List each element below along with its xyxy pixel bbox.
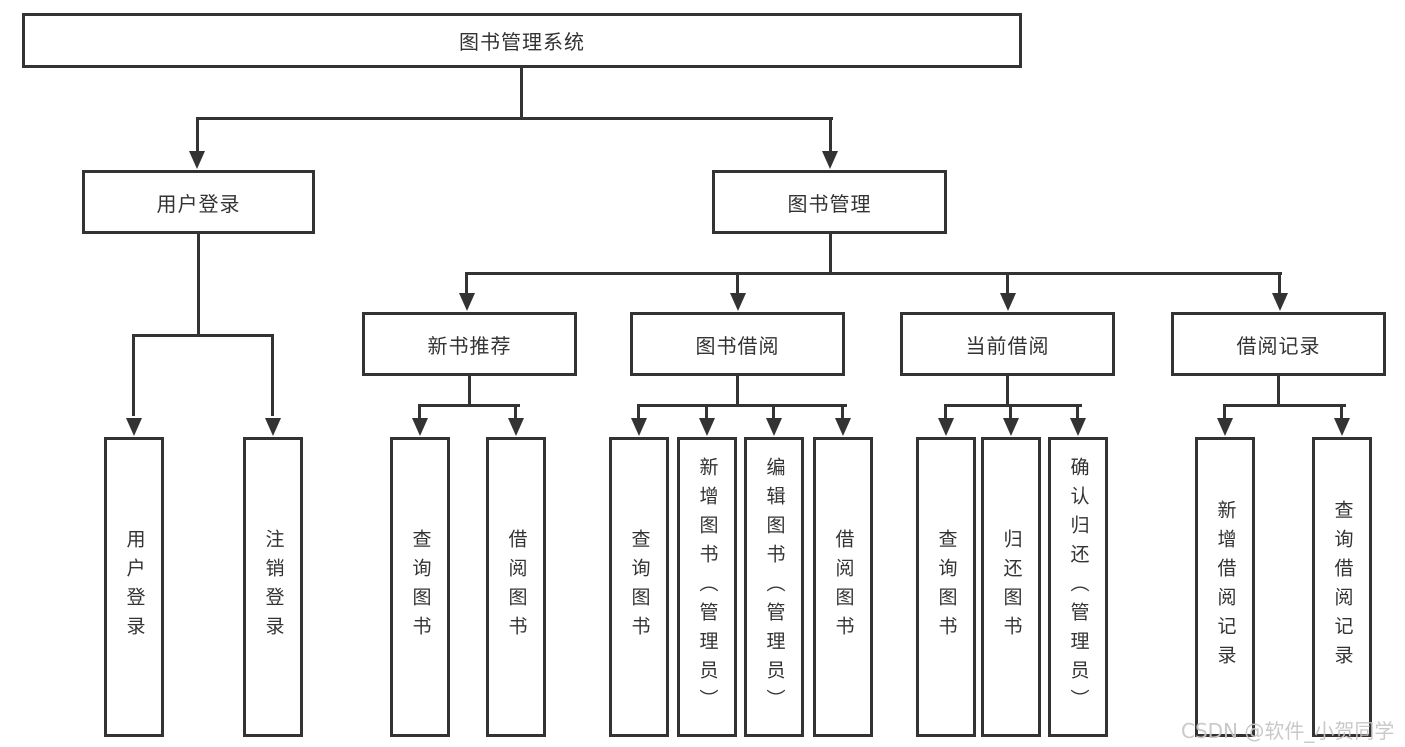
leaf-query-borrow-record: 查询借阅记录	[1312, 437, 1372, 737]
leaf-query-books-recommend: 查询图书	[390, 437, 450, 737]
node-label: 当前借阅	[965, 333, 1050, 358]
node-label: 用户登录	[156, 191, 241, 216]
leaf-confirm-return-admin: 确认归还（管理员）	[1048, 437, 1108, 737]
arrowhead-down-icon	[730, 293, 746, 311]
arrowhead-down-icon	[631, 418, 647, 436]
node-label: 确认归还（管理员）	[1067, 456, 1090, 718]
connector-line	[197, 234, 200, 337]
connector-line	[637, 404, 847, 407]
connector-line	[829, 234, 832, 275]
leaf-add-borrow-record: 新增借阅记录	[1195, 437, 1255, 737]
connector-line	[418, 404, 421, 420]
connector-line	[1006, 376, 1009, 407]
connector-line	[1340, 404, 1343, 420]
leaf-user-login: 用户登录	[104, 437, 164, 737]
node-label: 图书借阅	[695, 333, 780, 358]
connector-line	[132, 334, 274, 337]
arrowhead-down-icon	[265, 418, 281, 436]
arrowhead-down-icon	[835, 418, 851, 436]
arrowhead-down-icon	[126, 418, 142, 436]
node-label: 新增借阅记录	[1214, 500, 1237, 674]
arrowhead-down-icon	[459, 293, 475, 311]
connector-line	[465, 272, 1282, 275]
connector-line	[1009, 404, 1012, 420]
connector-line	[944, 404, 1082, 407]
node-book-borrowing: 图书借阅	[630, 312, 845, 376]
connector-line	[944, 404, 947, 420]
leaf-return-books: 归还图书	[981, 437, 1041, 737]
leaf-query-books-borrow: 查询图书	[609, 437, 669, 737]
leaf-borrow-books: 借阅图书	[813, 437, 873, 737]
node-label: 图书管理	[787, 191, 872, 216]
arrowhead-down-icon	[508, 418, 524, 436]
node-label: 借阅图书	[832, 529, 855, 645]
connector-line	[196, 117, 833, 120]
node-user-login: 用户登录	[82, 170, 315, 234]
node-library-management-system: 图书管理系统	[22, 13, 1022, 68]
connector-line	[418, 404, 520, 407]
node-label: 归还图书	[1000, 529, 1023, 645]
node-label: 编辑图书（管理员）	[763, 456, 786, 718]
connector-line	[465, 272, 468, 298]
node-label: 借阅图书	[505, 529, 528, 645]
leaf-edit-book-admin: 编辑图书（管理员）	[744, 437, 804, 737]
connector-line	[1076, 404, 1079, 420]
node-current-borrowing: 当前借阅	[900, 312, 1115, 376]
node-label: 查询图书	[409, 529, 432, 645]
connector-line	[132, 334, 135, 416]
node-label: 新书推荐	[427, 333, 512, 358]
leaf-logout: 注销登录	[243, 437, 303, 737]
node-borrowing-records: 借阅记录	[1171, 312, 1386, 376]
arrowhead-down-icon	[189, 151, 205, 169]
leaf-add-book-admin: 新增图书（管理员）	[677, 437, 737, 737]
connector-line	[196, 117, 199, 157]
csdn-watermark: CSDN @软件_小贺同学	[1181, 719, 1395, 743]
connector-line	[1006, 272, 1009, 298]
arrowhead-down-icon	[822, 151, 838, 169]
arrowhead-down-icon	[1272, 293, 1288, 311]
arrowhead-down-icon	[766, 418, 782, 436]
connector-line	[468, 376, 471, 407]
arrowhead-down-icon	[1000, 293, 1016, 311]
connector-line	[1223, 404, 1346, 407]
leaf-borrow-books-recommend: 借阅图书	[486, 437, 546, 737]
arrowhead-down-icon	[412, 418, 428, 436]
connector-line	[1278, 272, 1281, 298]
connector-line	[1277, 376, 1280, 407]
connector-line	[829, 117, 832, 157]
connector-line	[772, 404, 775, 420]
node-label: 查询图书	[628, 529, 651, 645]
node-new-book-recommendation: 新书推荐	[362, 312, 577, 376]
connector-line	[520, 68, 523, 120]
node-book-management: 图书管理	[712, 170, 947, 234]
connector-line	[271, 334, 274, 416]
arrowhead-down-icon	[1070, 418, 1086, 436]
arrowhead-down-icon	[1003, 418, 1019, 436]
connector-line	[705, 404, 708, 420]
connector-line	[841, 404, 844, 420]
connector-line	[736, 272, 739, 298]
node-label: 新增图书（管理员）	[696, 456, 719, 718]
arrowhead-down-icon	[1334, 418, 1350, 436]
node-label: 用户登录	[123, 529, 146, 645]
leaf-query-books-current: 查询图书	[916, 437, 976, 737]
arrowhead-down-icon	[699, 418, 715, 436]
connector-line	[514, 404, 517, 420]
node-label: 借阅记录	[1236, 333, 1321, 358]
arrowhead-down-icon	[938, 418, 954, 436]
arrowhead-down-icon	[1217, 418, 1233, 436]
connector-line	[637, 404, 640, 420]
node-label: 图书管理系统	[459, 30, 585, 54]
connector-line	[1223, 404, 1226, 420]
connector-line	[736, 376, 739, 407]
node-label: 查询借阅记录	[1331, 500, 1354, 674]
node-label: 查询图书	[935, 529, 958, 645]
node-label: 注销登录	[262, 529, 285, 645]
